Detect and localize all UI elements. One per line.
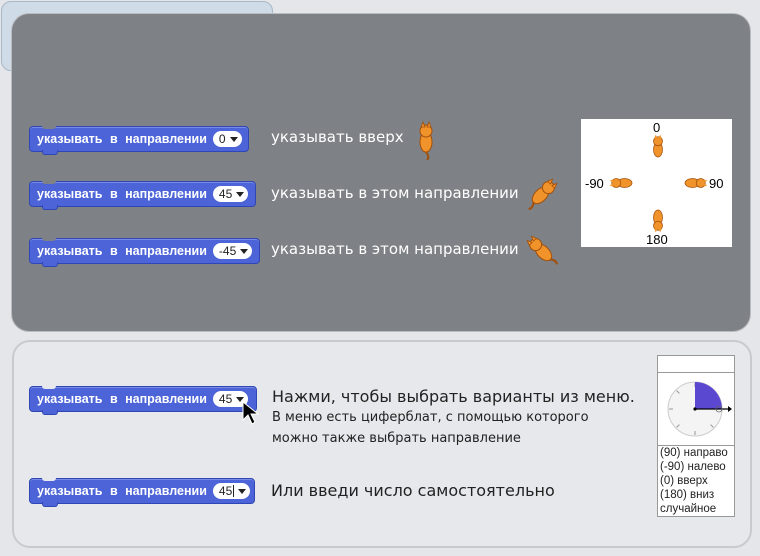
dropdown-arrow-icon xyxy=(240,248,249,254)
direction-dropdown[interactable]: -45 xyxy=(212,243,253,259)
block-label: указывать в направлении xyxy=(37,132,207,146)
menu-option-down[interactable]: (180) вниз xyxy=(660,489,715,501)
menu-caption-line2: В меню есть циферблат, с помощью которог… xyxy=(272,410,589,425)
menu-option-right[interactable]: (90) направо xyxy=(660,447,728,459)
mouse-pointer-icon xyxy=(242,400,260,425)
point-in-direction-block-typed[interactable]: указывать в направлении 45 xyxy=(29,478,255,507)
typed-caption: Или введи число самостоятельно xyxy=(271,481,555,500)
compass-label-top: 0 xyxy=(653,120,661,135)
cat-sprite-icon xyxy=(419,120,433,160)
compass-label-left: -90 xyxy=(585,176,604,191)
direction-input[interactable]: 45 xyxy=(212,483,251,499)
block-label: указывать в направлении xyxy=(37,392,207,406)
example-caption-45: указывать в этом направлении xyxy=(271,184,519,202)
example-caption-0: указывать вверх xyxy=(271,128,404,146)
point-in-direction-block-menu[interactable]: указывать в направлении 45 xyxy=(29,386,257,415)
compass-label-right: 90 xyxy=(709,176,724,191)
point-in-direction-block-0[interactable]: указывать в направлении 0 xyxy=(29,126,249,155)
menu-divider xyxy=(658,445,734,446)
block-label: указывать в направлении xyxy=(37,484,207,498)
example-caption-minus45: указывать в этом направлении xyxy=(271,240,519,258)
dropdown-value: -45 xyxy=(218,244,237,258)
direction-menu: (90) направо (-90) налево (0) вверх (180… xyxy=(657,355,735,517)
instructions-panel xyxy=(12,340,752,548)
dropdown-value: 45 xyxy=(218,392,233,406)
dropdown-arrow-icon xyxy=(236,396,245,402)
dropdown-value: 0 xyxy=(218,132,226,146)
cat-sprite-icon xyxy=(526,235,558,265)
compass-label-bottom: 180 xyxy=(646,232,668,247)
cat-sprite-icon xyxy=(528,178,558,210)
dropdown-arrow-icon xyxy=(238,488,247,494)
direction-dropdown[interactable]: 45 xyxy=(212,391,249,407)
menu-caption-main: Нажми, чтобы выбрать варианты из меню. xyxy=(272,387,635,406)
menu-option-random[interactable]: случайное xyxy=(660,503,717,515)
dropdown-arrow-icon xyxy=(236,191,245,197)
menu-option-left[interactable]: (-90) налево xyxy=(660,461,726,473)
point-in-direction-block-minus45[interactable]: указывать в направлении -45 xyxy=(29,238,260,267)
direction-dropdown[interactable]: 0 xyxy=(212,131,242,147)
direction-dial-icon[interactable] xyxy=(662,376,732,442)
menu-option-up[interactable]: (0) вверх xyxy=(660,475,708,487)
direction-compass: 0 -90 90 180 xyxy=(581,119,732,247)
menu-divider xyxy=(658,372,734,373)
dropdown-arrow-icon xyxy=(229,136,238,142)
compass-cats xyxy=(609,134,708,233)
block-label: указывать в направлении xyxy=(37,244,207,258)
dropdown-value: 45 xyxy=(218,187,233,201)
point-in-direction-block-45[interactable]: указывать в направлении 45 xyxy=(29,181,256,210)
input-value: 45 xyxy=(218,484,233,498)
direction-dropdown[interactable]: 45 xyxy=(212,186,249,202)
text-caret xyxy=(233,485,235,497)
block-label: указывать в направлении xyxy=(37,187,207,201)
menu-caption-line3: можно также выбрать направление xyxy=(272,431,521,446)
